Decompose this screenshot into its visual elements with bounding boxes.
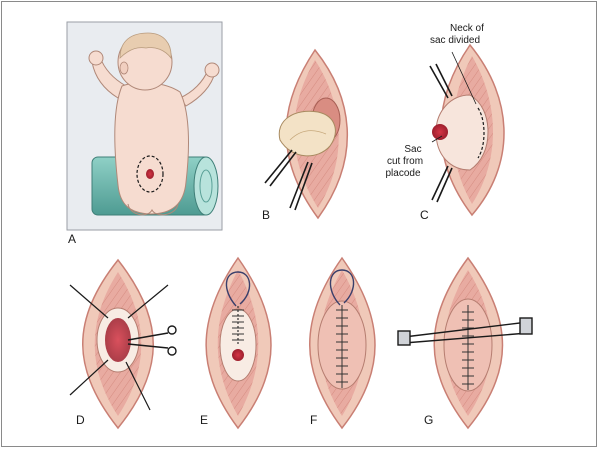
- sutures-f: [336, 305, 348, 388]
- annotation-neck-line1: Neck of: [450, 23, 484, 34]
- panel-f-label: F: [310, 413, 317, 427]
- annotation-sac-line3: placode: [385, 168, 420, 179]
- annotation-sac-line2: cut from: [387, 156, 423, 167]
- suture-thread-e: [225, 271, 251, 307]
- placode-d: [105, 318, 131, 362]
- suture-thread-f: [329, 269, 355, 306]
- dural-sac: [278, 110, 336, 157]
- sutures-g: [462, 305, 474, 390]
- retraction-sutures: [69, 284, 169, 411]
- placode-c: [432, 124, 448, 140]
- panel-g: G: [397, 256, 533, 430]
- placode-e: [232, 349, 244, 361]
- panel-b-label: B: [262, 208, 270, 222]
- annotation-neck-line2: sac divided: [430, 35, 480, 46]
- panel-e: E: [200, 256, 272, 430]
- panel-g-label: G: [424, 413, 433, 427]
- panel-b: B: [262, 48, 348, 222]
- sac-flap: [435, 94, 489, 171]
- sutures-e: [232, 309, 244, 341]
- panel-a-label: A: [68, 232, 76, 246]
- neck-division-line: [477, 107, 485, 159]
- panel-a: A: [66, 21, 223, 246]
- scissors-g: [397, 317, 533, 346]
- incision-outline: [136, 155, 164, 193]
- panel-e-label: E: [200, 413, 208, 427]
- clamps-c: [429, 63, 453, 203]
- lesion-placode: [146, 169, 154, 179]
- panel-c: Neck of sac divided Sac cut from placode…: [385, 23, 505, 222]
- panel-f: F: [309, 256, 376, 430]
- forceps-b: [264, 149, 313, 211]
- panel-d-label: D: [76, 413, 85, 427]
- scissors-d: [127, 325, 177, 356]
- panel-d: D: [69, 258, 177, 430]
- panel-c-label: C: [420, 208, 429, 222]
- baby-figure: [88, 32, 220, 216]
- annotation-sac-line1: Sac: [404, 144, 421, 155]
